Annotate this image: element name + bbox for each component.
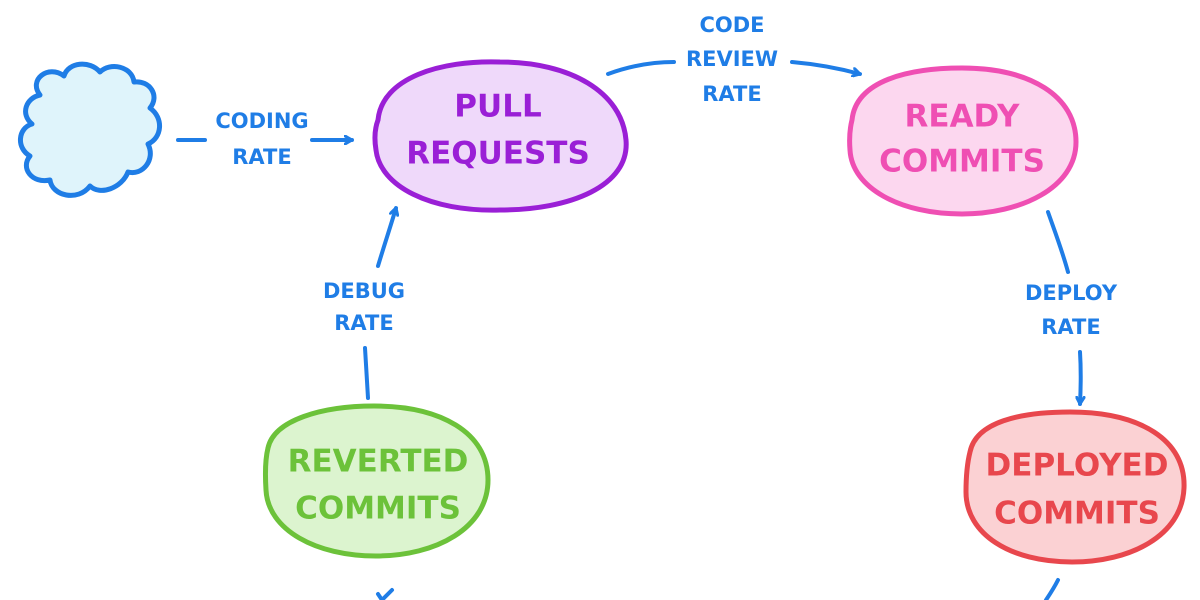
bottom-incoming-arrow <box>376 588 394 600</box>
debug-rate-arrow <box>363 346 370 400</box>
ready-commits-label-line1: READY <box>905 99 1021 135</box>
coding-rate-label-line2: RATE <box>232 145 291 169</box>
debug-rate-arrow-tip <box>376 206 396 268</box>
debug-rate-edge: DEBUG RATE <box>323 206 405 400</box>
cloud-icon <box>18 61 162 198</box>
pull-requests-ellipse <box>372 59 629 213</box>
deploy-rate-label-line1: DEPLOY <box>1025 281 1118 305</box>
coding-rate-label-line1: CODING <box>215 109 308 133</box>
reverted-commits-label-line2: COMMITS <box>295 491 461 527</box>
deploy-rate-edge: DEPLOY RATE <box>1025 210 1118 406</box>
code-review-rate-label-line3: RATE <box>702 82 761 106</box>
deploy-rate-arrow <box>1046 210 1070 274</box>
deployed-commits-ellipse <box>963 409 1187 565</box>
deployed-commits-node: DEPLOYED COMMITS <box>963 409 1187 565</box>
code-review-rate-label-line2: REVIEW <box>686 47 778 71</box>
reverted-commits-label-line1: REVERTED <box>288 444 469 480</box>
deploy-rate-arrow-tip <box>1080 350 1081 406</box>
code-review-rate-arrow <box>606 60 676 76</box>
pull-requests-node: PULL REQUESTS <box>372 59 629 213</box>
ready-commits-node: READY COMMITS <box>847 65 1079 217</box>
deployed-commits-label-line1: DEPLOYED <box>986 448 1169 484</box>
code-review-rate-label-line1: CODE <box>699 13 764 37</box>
coding-rate-edge: CODING RATE <box>176 109 354 169</box>
code-review-rate-edge: CODE REVIEW RATE <box>606 13 862 106</box>
pull-requests-label-line1: PULL <box>454 89 541 125</box>
deploy-rate-label-line2: RATE <box>1041 315 1100 339</box>
ready-commits-label-line2: COMMITS <box>879 144 1045 180</box>
reverted-commits-ellipse <box>262 403 491 559</box>
bottom-outgoing-arrow <box>1044 578 1060 600</box>
reverted-commits-node: REVERTED COMMITS <box>262 403 491 559</box>
deployed-commits-label-line2: COMMITS <box>994 496 1160 532</box>
source-node <box>18 61 162 198</box>
debug-rate-label-line1: DEBUG <box>323 279 405 303</box>
ready-commits-ellipse <box>847 65 1079 217</box>
code-review-rate-arrow-tip <box>790 60 862 74</box>
debug-rate-label-line2: RATE <box>334 311 393 335</box>
pull-requests-label-line2: REQUESTS <box>406 136 590 172</box>
